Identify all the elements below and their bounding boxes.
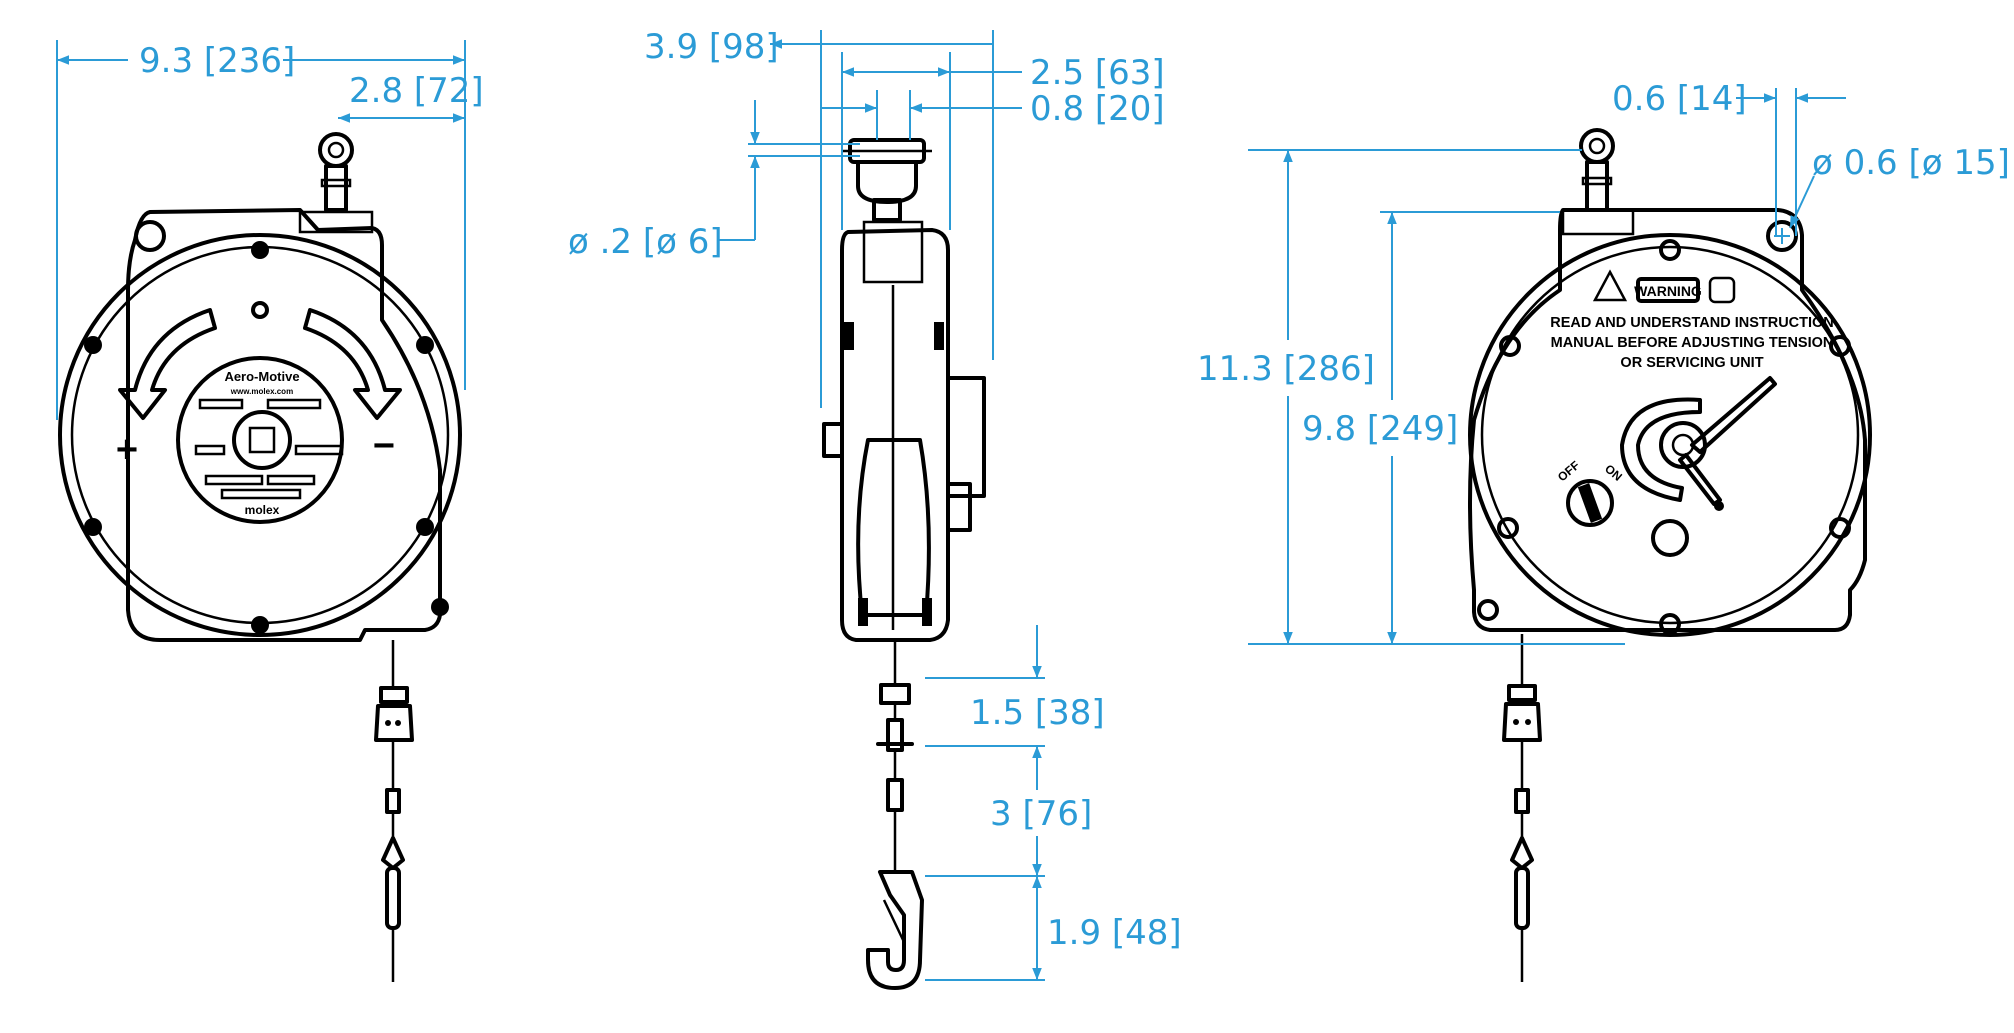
side-clip-right-top: [934, 322, 944, 350]
tension-pointer-tip: [1714, 501, 1724, 511]
dim-cable-stop: 1.5 [38]: [925, 625, 1105, 747]
front-housing-plate: [126, 208, 442, 642]
side-left-tab: [822, 422, 844, 458]
dim-mount-offset: 0.6 [14]: [1612, 79, 1846, 236]
front-top-hole: [251, 301, 269, 319]
dim-cable-travel: 3 [76]: [925, 746, 1092, 877]
eye-width-label: 0.8 [20]: [1030, 89, 1165, 129]
dim-hook-length: 1.9 [48]: [925, 876, 1182, 981]
rear-cable-assembly: [1502, 634, 1542, 982]
dim-depth-housing: 2.5 [63]: [841, 52, 1165, 230]
dim-depth-total: 3.9 [98]: [644, 27, 994, 408]
rear-swivel-mount: [1579, 128, 1615, 212]
rear-bolts: [1477, 239, 1851, 635]
instruction-line-3: OR SERVICING UNIT: [1620, 355, 1763, 371]
rear-view: WARNING READ AND UNDERSTAND INSTRUCTION …: [1468, 128, 1872, 982]
side-motor-box: [946, 376, 986, 498]
overall-width-label: 9.3 [236]: [139, 41, 295, 81]
minus-symbol: −: [373, 425, 395, 467]
front-mount-hole: [134, 220, 166, 252]
tension-hub: [1659, 421, 1707, 469]
power-switch: [1566, 479, 1614, 527]
side-cable-assembly: [876, 640, 914, 872]
hook-length-label: 1.9 [48]: [1047, 913, 1182, 953]
warning-badge-box: [1636, 277, 1700, 303]
side-top-block: [862, 220, 924, 284]
tension-slot: [1620, 397, 1702, 502]
side-shackle: [842, 138, 932, 222]
rear-drum-rim: [1480, 245, 1860, 625]
front-hub-square: [248, 426, 276, 454]
side-clip-left-bottom: [858, 598, 868, 626]
dim-overall-height: 11.3 [286]: [1197, 149, 1625, 645]
dim-shackle-pin: ø .2 [ø 6]: [568, 100, 860, 262]
side-clip-right-bottom: [922, 598, 932, 626]
body-height-label: 9.8 [249]: [1302, 409, 1458, 449]
counterclockwise-arrow: [118, 308, 217, 420]
front-label-bars: [194, 398, 344, 500]
depth-total-label: 3.9 [98]: [644, 27, 779, 67]
rear-housing-plate: [1468, 208, 1867, 632]
brand-name: Aero-Motive: [224, 369, 299, 384]
rear-top-block: [1561, 208, 1635, 236]
overall-height-label: 11.3 [286]: [1197, 349, 1375, 389]
tension-lever: [1690, 376, 1777, 454]
front-swivel-mount: [318, 132, 354, 212]
side-view: [822, 138, 986, 990]
manual-book-icon: [1708, 276, 1736, 304]
warning-triangle-icon: [1592, 269, 1628, 302]
front-hub: [232, 410, 292, 470]
side-hook-latch: [882, 899, 906, 943]
plus-symbol: +: [116, 429, 138, 471]
depth-housing-label: 2.5 [63]: [1030, 53, 1165, 93]
front-cable-assembly: [374, 640, 414, 982]
warning-badge: WARNING: [1634, 283, 1702, 299]
clockwise-arrow: [303, 308, 402, 420]
dim-mount-hole: ø 0.6 [ø 15]: [1774, 143, 2010, 244]
side-housing: [840, 228, 950, 642]
switch-on-label: ON: [1602, 462, 1625, 484]
brand-website: www.molex.com: [230, 387, 293, 396]
front-drum-outer: [58, 233, 462, 637]
power-switch-knob: [1577, 483, 1603, 523]
side-hook: [866, 870, 924, 990]
cable-stop-label: 1.5 [38]: [970, 693, 1105, 733]
mount-offset-label: 0.6 [14]: [1612, 79, 1747, 119]
shackle-pin-label: ø .2 [ø 6]: [568, 222, 723, 262]
side-motor-tab: [946, 482, 972, 532]
instruction-line-1: READ AND UNDERSTAND INSTRUCTION: [1550, 315, 1834, 331]
side-clip-left-top: [844, 322, 854, 350]
rear-access-hole: [1651, 519, 1689, 557]
dimensions: 9.3 [236] 2.8 [72] 3.9 [98] 2.5 [63] 0.8…: [56, 27, 2010, 981]
front-top-block: [298, 210, 374, 234]
dim-overall-width: 9.3 [236]: [56, 40, 466, 420]
swivel-offset-label: 2.8 [72]: [349, 71, 484, 111]
cable-travel-label: 3 [76]: [990, 794, 1092, 834]
instruction-line-2: MANUAL BEFORE ADJUSTING TENSION: [1551, 335, 1834, 351]
dim-swivel-offset: 2.8 [72]: [338, 71, 484, 123]
front-bolts: [84, 241, 449, 634]
dim-body-height: 9.8 [249]: [1302, 211, 1560, 644]
tension-pointer: [1678, 453, 1722, 506]
mount-hole-label: ø 0.6 [ø 15]: [1812, 143, 2010, 183]
switch-off-label: OFF: [1555, 458, 1582, 484]
front-view: + − Aero-Motive www.molex.com molex: [58, 132, 462, 982]
maker-logo: molex: [245, 503, 280, 517]
front-label-disc: [176, 356, 344, 524]
dim-eye-width: 0.8 [20]: [820, 89, 1165, 140]
